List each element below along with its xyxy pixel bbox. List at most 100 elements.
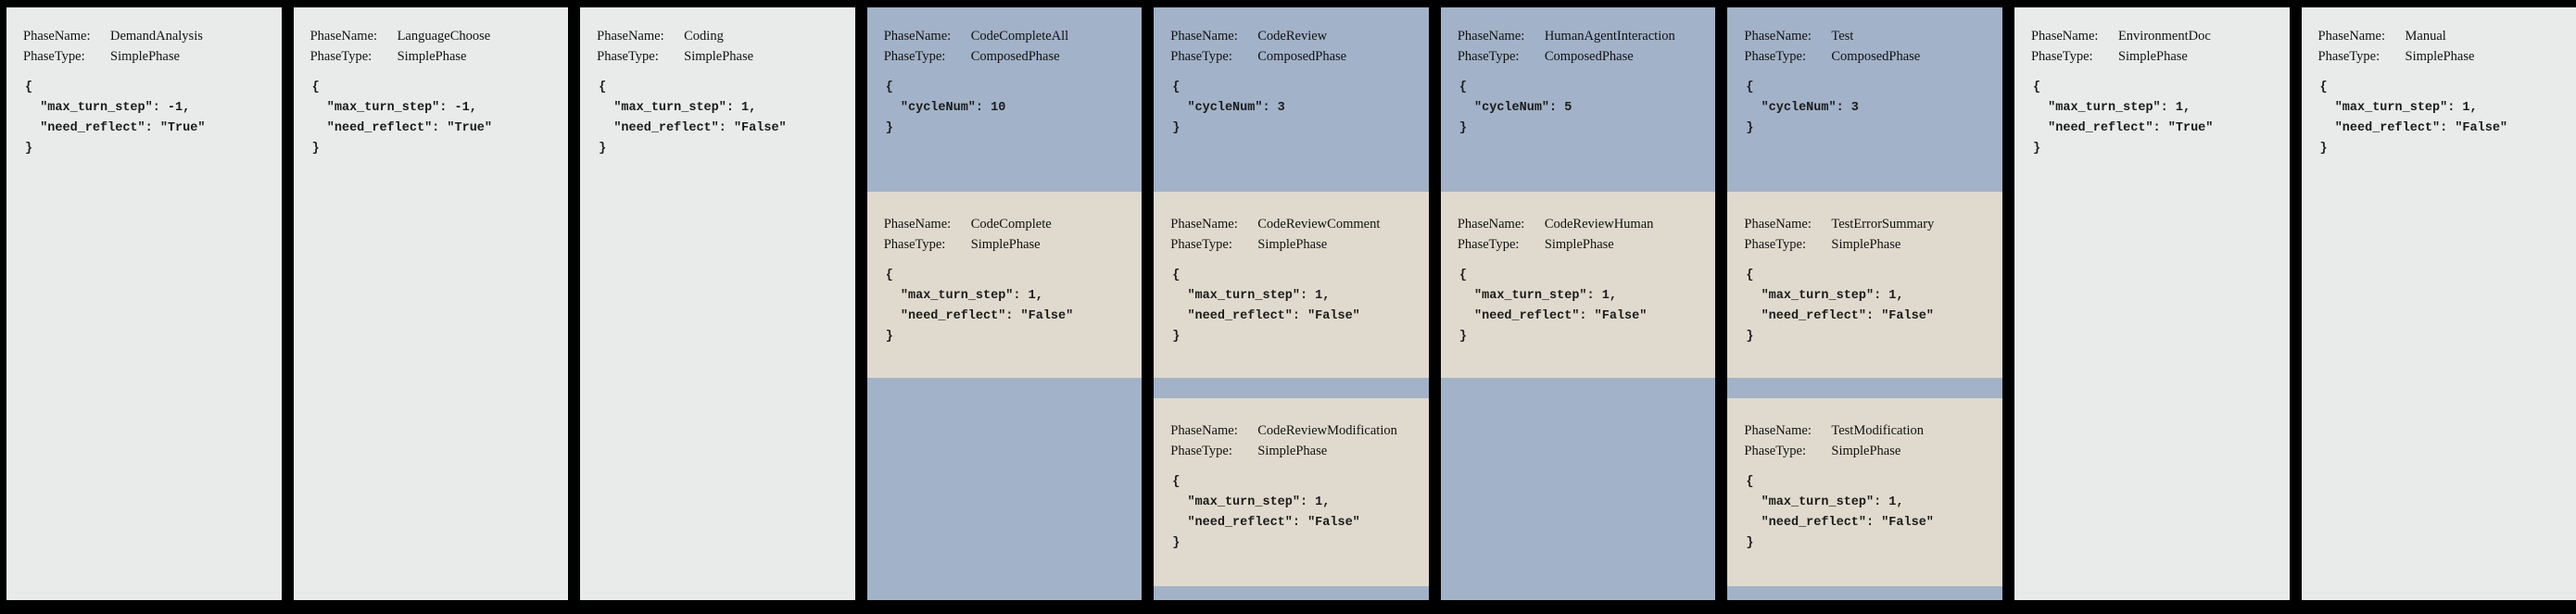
phase-name-value: DemandAnalysis bbox=[110, 29, 203, 44]
phase-column-codereview: PhaseName: CodeReview PhaseType: ComposedP… bbox=[1154, 7, 1429, 600]
phase-column-codecompleteall: PhaseName:CodeCompleteAll PhaseType:Comp… bbox=[866, 7, 1143, 600]
phase-type-label: PhaseType: bbox=[1457, 49, 1520, 64]
phase-name-value: Manual bbox=[2405, 29, 2446, 44]
phase-name-row: PhaseName:EnvironmentDoc bbox=[2031, 26, 2277, 46]
phase-type-label: PhaseType: bbox=[1744, 444, 1807, 458]
composed-phase-header: PhaseName:Test PhaseType:ComposedPhase {… bbox=[1727, 7, 2002, 192]
phase-type-value: ComposedPhase bbox=[1544, 49, 1634, 64]
phase-type-row: PhaseType: ComposedPhase bbox=[1458, 46, 1703, 67]
phase-name-label: PhaseName: bbox=[1170, 29, 1238, 44]
composed-phase-divider bbox=[1154, 378, 1429, 398]
phase-config-json: { "cycleNum": 10 } bbox=[885, 81, 1006, 135]
phase-type-label: PhaseType: bbox=[1457, 237, 1520, 252]
phase-name-label: PhaseName: bbox=[883, 29, 952, 44]
phase-name-label: PhaseName: bbox=[309, 29, 378, 44]
phase-name-row: PhaseName: CodeReview bbox=[1170, 26, 1416, 46]
phase-name-row: PhaseName:TestModification bbox=[1744, 420, 1989, 441]
phase-name-row: PhaseName:CodeReviewModification bbox=[1170, 420, 1416, 441]
phase-type-row: PhaseType: SimplePhase bbox=[1170, 234, 1416, 255]
phase-config-json: { "max_turn_step": 1, "need_reflect": "F… bbox=[885, 269, 1074, 344]
phase-name-row: PhaseName:TestErrorSummary bbox=[1744, 214, 1989, 234]
composed-phase-divider bbox=[1727, 378, 2002, 398]
phase-name-value: CodeReview bbox=[1257, 29, 1328, 44]
phase-type-row: PhaseType: ComposedPhase bbox=[1170, 46, 1416, 67]
subphase-card-testmodification: PhaseName:TestModification PhaseType: Sim… bbox=[1727, 398, 2002, 586]
phase-column-languagechoose: PhaseName: LanguageChoose PhaseType: Simpl… bbox=[293, 7, 569, 600]
phase-type-value: SimplePhase bbox=[1257, 237, 1328, 252]
phase-type-label: PhaseType: bbox=[1744, 49, 1807, 64]
phase-name-label: PhaseName: bbox=[23, 29, 91, 44]
phase-type-row: PhaseType: SimplePhase bbox=[1744, 441, 1989, 461]
phase-type-value: SimplePhase bbox=[970, 237, 1041, 252]
phase-name-row: PhaseName: LanguageChoose bbox=[310, 26, 556, 46]
composed-phase-filler bbox=[1441, 378, 1716, 600]
subphase-card-codecomplete: PhaseName:CodeComplete PhaseType: SimpleP… bbox=[866, 192, 1143, 378]
phase-card: PhaseName:EnvironmentDoc PhaseType:Simpl… bbox=[2014, 7, 2290, 159]
phase-config-json: { "max_turn_step": 1, "need_reflect": "F… bbox=[599, 81, 787, 156]
phase-type-label: PhaseType: bbox=[309, 49, 373, 64]
phase-card: PhaseName: LanguageChoose PhaseType: Simpl… bbox=[294, 7, 569, 159]
phase-column-test: PhaseName:Test PhaseType:ComposedPhase {… bbox=[1727, 7, 2002, 600]
phase-type-label: PhaseType: bbox=[1170, 237, 1232, 252]
phase-type-row: PhaseType: SimplePhase bbox=[1744, 234, 1989, 255]
phase-type-row: PhaseType:ComposedPhase bbox=[884, 46, 1130, 67]
phase-name-row: PhaseName: DemandAnalysis bbox=[23, 26, 269, 46]
phase-name-value: Test bbox=[1831, 29, 1854, 44]
phase-type-row: PhaseType: SimplePhase bbox=[2318, 46, 2564, 67]
composed-phase-filler bbox=[1727, 586, 2002, 600]
composed-phase-filler bbox=[867, 378, 1143, 600]
phase-column-demandanalysis: PhaseName:DemandAnalysis PhaseType:Simpl… bbox=[6, 7, 282, 600]
phase-config-json: { "max_turn_step": 1, "need_reflect": "F… bbox=[1172, 269, 1360, 344]
phase-config-json: { "max_turn_step": 1, "need_reflect": "F… bbox=[1746, 475, 1934, 550]
phase-name-label: PhaseName: bbox=[597, 29, 664, 44]
phase-name-value: HumanAgentInteraction bbox=[1544, 29, 1675, 44]
phase-name-label: PhaseName: bbox=[1744, 217, 1812, 232]
phase-name-row: PhaseName: Manual bbox=[2318, 26, 2564, 46]
phase-type-value: SimplePhase bbox=[2117, 49, 2188, 64]
phase-type-label: PhaseType: bbox=[1170, 49, 1232, 64]
phase-column-humanagentinteraction: PhaseName: HumanAgentInteraction PhaseTyp… bbox=[1440, 7, 1716, 600]
phase-config-json: { "cycleNum": 3 } bbox=[1172, 81, 1285, 135]
phase-name-label: PhaseName: bbox=[1457, 217, 1525, 232]
phase-type-label: PhaseType: bbox=[23, 49, 85, 64]
phase-name-label: PhaseName: bbox=[2030, 29, 2099, 44]
phase-type-row: PhaseType:SimplePhase bbox=[597, 46, 842, 67]
phase-type-row: PhaseType:SimplePhase bbox=[2031, 46, 2277, 67]
phase-type-value: ComposedPhase bbox=[1257, 49, 1347, 64]
phase-name-value: CodeReviewHuman bbox=[1544, 217, 1654, 232]
phase-type-value: SimplePhase bbox=[1831, 237, 1901, 252]
phase-config-json: { "max_turn_step": 1, "need_reflect": "F… bbox=[2319, 81, 2508, 156]
phase-name-label: PhaseName: bbox=[1457, 29, 1525, 44]
phase-name-label: PhaseName: bbox=[1170, 217, 1238, 232]
phase-type-value: SimplePhase bbox=[1831, 444, 1901, 458]
phase-name-row: PhaseName: HumanAgentInteraction bbox=[1458, 26, 1703, 46]
phase-config-json: { "cycleNum": 3 } bbox=[1746, 81, 1859, 135]
phase-name-value: TestModification bbox=[1831, 423, 1925, 438]
phase-type-label: PhaseType: bbox=[883, 49, 946, 64]
phase-type-row: PhaseType: SimplePhase bbox=[310, 46, 556, 67]
phase-name-row: PhaseName:CodeComplete bbox=[884, 214, 1130, 234]
subphase-card-codereviewcomment: PhaseName:CodeReviewComment PhaseType:Si… bbox=[1154, 192, 1429, 378]
phase-type-value: SimplePhase bbox=[397, 49, 467, 64]
phase-type-value: SimplePhase bbox=[684, 49, 754, 64]
phase-name-row: PhaseName:CodeCompleteAll bbox=[884, 26, 1130, 46]
phase-type-value: SimplePhase bbox=[2405, 49, 2475, 64]
phase-name-value: Coding bbox=[684, 29, 724, 44]
composed-phase-header: PhaseName: HumanAgentInteraction PhaseTyp… bbox=[1441, 7, 1716, 192]
composed-phase-header: PhaseName: CodeReview PhaseType: ComposedP… bbox=[1154, 7, 1429, 192]
phase-name-value: CodeReviewModification bbox=[1257, 423, 1397, 438]
phase-name-label: PhaseName: bbox=[2317, 29, 2385, 44]
phase-type-label: PhaseType: bbox=[1744, 237, 1807, 252]
phase-column-coding: PhaseName: Coding PhaseType:SimplePhase {… bbox=[580, 7, 855, 600]
phase-type-row: PhaseType: SimplePhase bbox=[884, 234, 1130, 255]
phase-type-label: PhaseType: bbox=[883, 237, 946, 252]
phase-card: PhaseName: Manual PhaseType: SimplePhase {… bbox=[2302, 7, 2576, 159]
phase-type-label: PhaseType: bbox=[2317, 49, 2380, 64]
phase-card: PhaseName: Coding PhaseType:SimplePhase {… bbox=[580, 7, 855, 159]
phase-config-json: { "max_turn_step": -1, "need_reflect": "… bbox=[311, 81, 492, 156]
subphase-card-codereviewhuman: PhaseName:CodeReviewHuman PhaseType:Simp… bbox=[1440, 192, 1716, 378]
phase-name-value: LanguageChoose bbox=[397, 29, 491, 44]
phase-config-json: { "max_turn_step": 1, "need_reflect": "F… bbox=[1172, 475, 1360, 550]
phase-name-row: PhaseName: Coding bbox=[597, 26, 842, 46]
phase-config-json: { "cycleNum": 5 } bbox=[1458, 81, 1572, 135]
